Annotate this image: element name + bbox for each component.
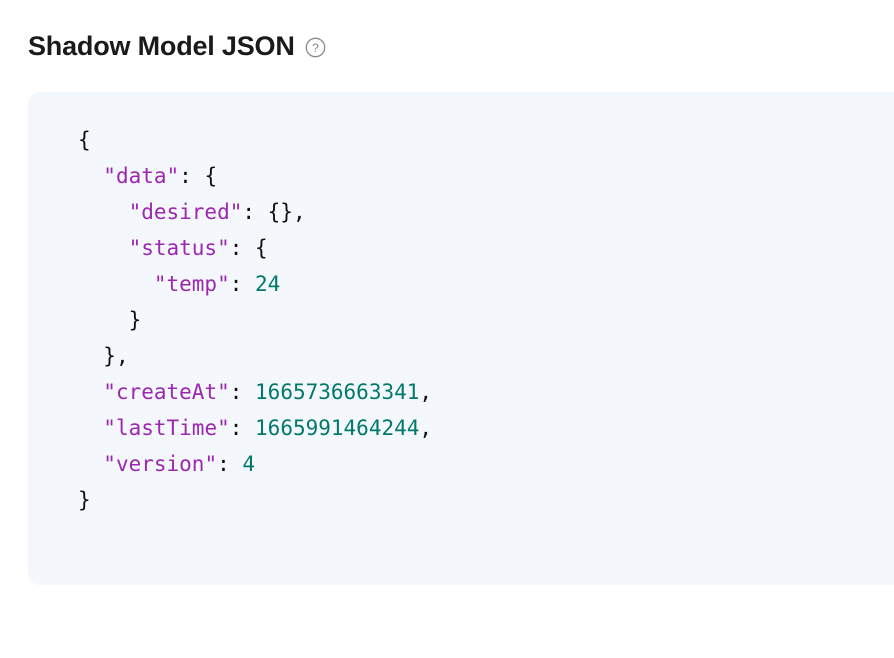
- json-line: }: [78, 302, 432, 338]
- json-line: "lastTime": 1665991464244,: [78, 410, 432, 446]
- json-token-punct: : {: [179, 164, 218, 188]
- json-token-punct: ,: [419, 416, 433, 440]
- json-token-punct: }: [128, 308, 142, 332]
- json-token-punct: {: [78, 128, 91, 152]
- json-line: "desired": {},: [78, 194, 432, 230]
- json-token-num: 1665736663341: [255, 380, 420, 404]
- svg-text:?: ?: [312, 41, 319, 55]
- json-token-punct: :: [229, 416, 256, 440]
- json-line: "temp": 24: [78, 266, 432, 302]
- json-line: "createAt": 1665736663341,: [78, 374, 432, 410]
- json-line: {: [78, 122, 432, 158]
- json-token-punct: :: [229, 380, 256, 404]
- json-line: "version": 4: [78, 446, 432, 482]
- json-token-punct: : {: [229, 236, 268, 260]
- question-circle-icon[interactable]: ?: [305, 37, 326, 58]
- json-token-num: 1665991464244: [255, 416, 420, 440]
- json-token-key: "lastTime": [103, 416, 230, 440]
- json-token-punct: ,: [419, 380, 433, 404]
- json-token-punct: : {},: [242, 200, 306, 224]
- json-line: }: [78, 482, 432, 518]
- json-viewer-panel: { "data": { "desired": {}, "status": { "…: [28, 92, 894, 585]
- json-token-punct: },: [103, 344, 129, 368]
- json-token-punct: :: [229, 272, 256, 296]
- json-line: "status": {: [78, 230, 432, 266]
- json-token-key: "temp": [153, 272, 230, 296]
- json-code-block[interactable]: { "data": { "desired": {}, "status": { "…: [78, 122, 432, 518]
- panel-header: Shadow Model JSON ?: [28, 28, 326, 64]
- json-token-key: "desired": [128, 200, 243, 224]
- json-token-punct: :: [217, 452, 243, 476]
- json-line: "data": {: [78, 158, 432, 194]
- json-token-key: "version": [103, 452, 218, 476]
- page-title: Shadow Model JSON: [28, 31, 295, 61]
- json-token-key: "data": [103, 164, 180, 188]
- json-token-key: "createAt": [103, 380, 230, 404]
- json-token-key: "status": [128, 236, 230, 260]
- json-token-num: 24: [255, 272, 281, 296]
- json-line: },: [78, 338, 432, 374]
- json-token-punct: }: [78, 488, 91, 512]
- json-token-num: 4: [242, 452, 256, 476]
